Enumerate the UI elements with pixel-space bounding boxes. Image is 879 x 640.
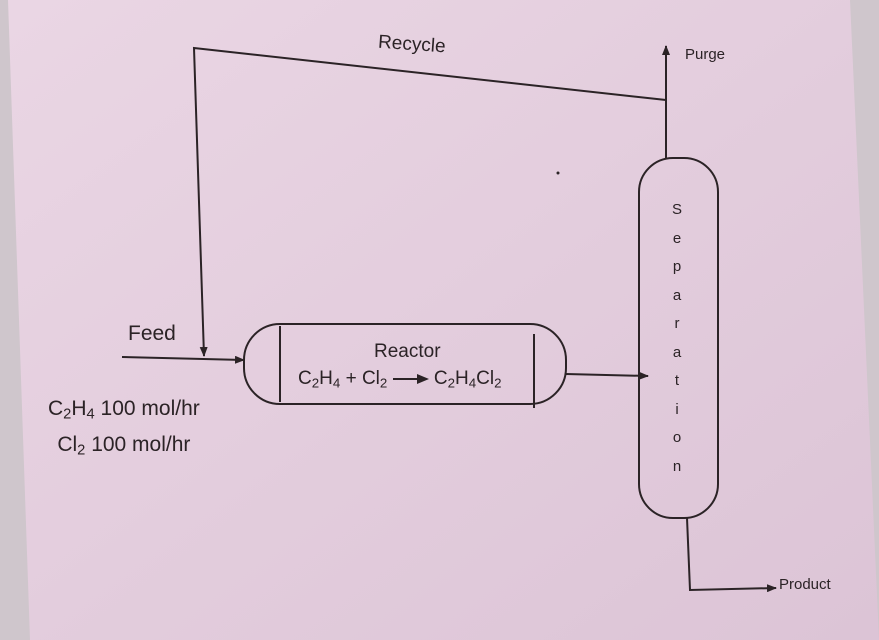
reaction-arrow-icon xyxy=(392,373,429,384)
reactor-label: Reactor xyxy=(374,341,441,362)
reactor-outlet-arrow xyxy=(565,371,649,380)
product-line xyxy=(686,517,777,593)
separation-column xyxy=(638,157,719,519)
reactant-chlorine: Cl2 xyxy=(361,368,388,391)
reaction-equation: C2H4 + Cl2 C2H4Cl2 xyxy=(298,368,502,391)
recycle-line xyxy=(192,46,667,357)
separation-letter: n xyxy=(672,457,682,475)
feed-label: Feed xyxy=(128,322,176,345)
purge-label: Purge xyxy=(685,46,726,63)
product-label: Product xyxy=(779,576,831,593)
separation-letter: a xyxy=(672,286,682,304)
recycle-label: Recycle xyxy=(377,31,447,58)
separation-letter: t xyxy=(674,372,680,389)
product-dichloroethane: C2H4Cl2 xyxy=(433,368,502,391)
reactant-ethylene: C2H4 xyxy=(298,368,341,391)
paper-speck xyxy=(556,171,560,175)
feed-chlorine: Cl2 100 mol/hr xyxy=(57,432,191,459)
feed-ethylene: C2H4 100 mol/hr xyxy=(48,397,200,423)
separation-letter: S xyxy=(671,201,682,218)
reactor-vessel xyxy=(243,323,567,405)
separation-letter: o xyxy=(672,429,682,446)
feed-composition: C2H4 100 mol/hr Cl2 100 mol/hr xyxy=(48,394,200,465)
separation-letter: e xyxy=(672,229,682,247)
separation-letter: a xyxy=(672,343,682,361)
feed-arrow xyxy=(121,355,245,364)
separation-letter: i xyxy=(675,400,679,418)
paper-sheet xyxy=(8,0,879,640)
separation-letter: p xyxy=(672,258,682,275)
separation-letter: r xyxy=(674,315,680,332)
